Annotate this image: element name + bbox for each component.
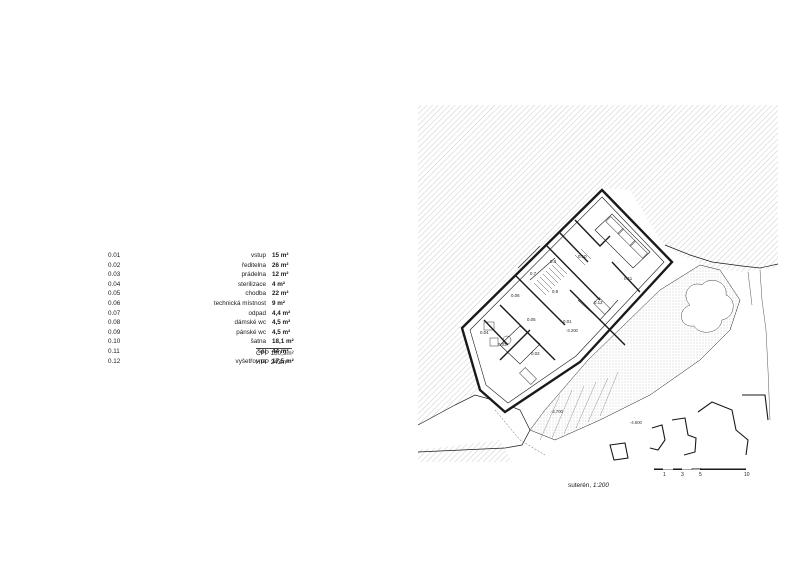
room-area: 18,1 m² xyxy=(272,338,294,346)
room-name: dámské wc xyxy=(234,319,267,327)
scale-label: 1 xyxy=(663,472,666,478)
legend-row: 0.01 vstup 15 m² xyxy=(108,251,308,261)
room-name: vstup xyxy=(250,252,266,259)
room-name: vyšetřovna xyxy=(235,357,266,365)
plan-label-0-9: 0.9 xyxy=(552,289,559,294)
thin-walls xyxy=(499,213,651,365)
plan-label-0-06: 0.06 xyxy=(511,293,520,298)
room-code: 0.03 xyxy=(108,271,121,279)
caption-floor: suterén, xyxy=(568,482,592,489)
room-code: 0.09 xyxy=(108,328,121,336)
plan-label-0-8: 0.8 xyxy=(550,259,557,264)
totals-divider xyxy=(256,348,292,349)
plan-label-0-11: 0.11 xyxy=(624,276,633,281)
scale-label: 3 xyxy=(681,472,684,478)
room-area: 17,5 m² xyxy=(272,357,294,365)
room-name: sál xyxy=(257,347,266,355)
room-code: 0.08 xyxy=(108,319,121,327)
scale-label: 10 xyxy=(744,472,750,478)
level-marker: -3.700 xyxy=(551,409,563,414)
room-name: sterilizace xyxy=(238,280,266,288)
room-area: 4,5 m² xyxy=(272,328,291,336)
terrain-line xyxy=(417,394,531,453)
legend-row: 0.11 sál 44 m² xyxy=(108,347,308,357)
plan-label-0-12: 0.12 xyxy=(594,300,603,305)
total-hpp: HPP 243m² xyxy=(256,359,289,366)
level-marker: -4.600 xyxy=(630,420,642,425)
room-area: 4,4 m² xyxy=(272,309,291,317)
building-inner-outline xyxy=(469,196,665,404)
room-code: 0.02 xyxy=(108,261,121,269)
furniture xyxy=(483,216,648,385)
plan-label-0-04: 0.04 xyxy=(480,330,489,335)
room-code: 0.06 xyxy=(108,299,121,307)
legend-row: 0.10 šatna 18,1 m² xyxy=(108,337,308,347)
room-area: 12 m² xyxy=(272,271,289,279)
slope-hatch-lines xyxy=(539,371,619,441)
legend-row: 0.06 technická místnost 9 m² xyxy=(108,299,308,309)
legend-row: 0.03 prádelna 12 m² xyxy=(108,270,308,280)
room-name: šatna xyxy=(250,338,266,346)
room-code: 0.12 xyxy=(108,357,121,365)
room-code: 0.05 xyxy=(108,290,121,298)
legend-row: 0.12 vyšetřovna 17,5 m² xyxy=(108,357,308,367)
scale-label: 5 xyxy=(699,472,702,478)
terrain-line-right xyxy=(664,244,779,269)
tree-outline xyxy=(681,280,734,333)
room-area: 15 m² xyxy=(272,252,289,259)
room-name: ředitelna xyxy=(241,261,266,269)
room-area: 44 m² xyxy=(272,347,289,355)
legend-row: 0.07 odpad 4,4 m² xyxy=(108,309,308,319)
floor-plan-drawing xyxy=(417,105,779,470)
room-code: 0.04 xyxy=(108,280,121,288)
plan-label-0-01: 0.01 xyxy=(563,319,572,324)
total-cpp: ČPP 180,9m² xyxy=(256,350,294,357)
legend-row: 0.05 chodba 22 m² xyxy=(108,289,308,299)
plan-label-0-05: 0.05 xyxy=(527,317,536,322)
room-area: 4,5 m² xyxy=(272,319,291,327)
room-name: odpad xyxy=(248,309,266,317)
legend-row: 0.02 ředitelna 26 m² xyxy=(108,261,308,271)
room-area: 26 m² xyxy=(272,261,289,269)
plan-label-0-10: 0.10 xyxy=(578,254,587,259)
room-code: 0.01 xyxy=(108,252,121,259)
legend-row: 0.09 pánské wc 4,5 m² xyxy=(108,328,308,338)
level-marker: -3.200 xyxy=(566,328,578,333)
plan-label-0-02: 0.02 xyxy=(531,351,540,356)
room-code: 0.07 xyxy=(108,309,121,317)
legend-row: 0.04 sterilizace 4 m² xyxy=(108,280,308,290)
legend-row: 0.08 dámské wc 4,5 m² xyxy=(108,318,308,328)
room-name: technická místnost xyxy=(213,299,266,307)
plan-label-0-03: 0.03 xyxy=(498,342,507,347)
neighbour-buildings xyxy=(609,394,769,461)
room-name: pánské wc xyxy=(236,328,266,336)
room-name: prádelna xyxy=(241,271,266,279)
scale-bar xyxy=(654,468,746,470)
room-name: chodba xyxy=(245,290,266,298)
room-area: 22 m² xyxy=(272,290,289,298)
right-edge-contours xyxy=(747,269,771,421)
room-legend: 0.01 vstup 15 m² 0.02 ředitelna 26 m² 0.03 pr… xyxy=(108,251,308,366)
room-code: 0.11 xyxy=(108,347,120,355)
plan-caption: suterén, 1:200 xyxy=(568,482,609,489)
room-code: 0.10 xyxy=(108,338,121,346)
room-area: 4 m² xyxy=(272,280,285,288)
access-path xyxy=(494,409,546,456)
room-area: 9 m² xyxy=(272,299,285,307)
ground-hatch-lower xyxy=(418,440,512,462)
building-outline xyxy=(460,188,674,414)
stairs xyxy=(533,248,592,296)
ground-hatch xyxy=(418,105,778,425)
caption-scale: 1:200 xyxy=(592,482,609,489)
plan-label-0-7: 0.7 xyxy=(530,271,537,276)
